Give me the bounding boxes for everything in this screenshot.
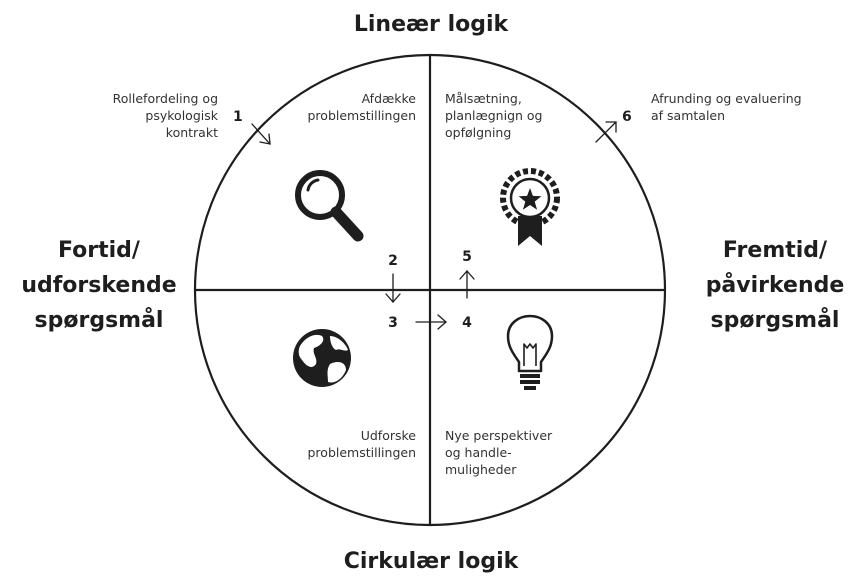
step-1-arrow	[251, 123, 271, 145]
left-axis-label-line: udforskende	[21, 273, 176, 298]
quadrant-text-line: planlægnign og	[445, 108, 542, 123]
quadrant-text-line: problemstillingen	[308, 108, 417, 123]
step-3-number: 3	[388, 315, 398, 331]
quadrant-text-line: problemstillingen	[308, 445, 417, 460]
quadrant-text-line: opfølgning	[445, 125, 511, 140]
right-axis-label: Fremtid/ påvirkende spørgsmål	[706, 238, 845, 333]
quadrant-text-line: Udforske	[361, 428, 417, 443]
step-6-text-line: Afrunding og evaluering	[651, 91, 802, 106]
left-axis-label: Fortid/ udforskende spørgsmål	[21, 238, 176, 333]
magnifying-glass-icon	[295, 170, 364, 242]
step-6-number: 6	[622, 109, 632, 125]
step-5-arrow	[459, 270, 475, 299]
step-1-text-line: psykologisk	[145, 108, 218, 123]
left-axis-label-line: spørgsmål	[35, 307, 164, 333]
quadrant-text-line: muligheder	[445, 462, 517, 477]
quadrant-top-left-text: Afdække problemstillingen	[308, 91, 417, 123]
step-6-text-line: af samtalen	[651, 108, 725, 123]
quadrant-bottom-left-text: Udforske problemstillingen	[308, 428, 417, 460]
quadrant-top-right-text: Målsætning, planlægnign og opfølgning	[445, 91, 542, 140]
quadrant-text-line: Nye perspektiver	[445, 428, 553, 443]
globe-icon	[293, 329, 351, 387]
quadrant-text-line: Målsætning,	[445, 91, 522, 106]
step-3-arrow	[415, 314, 447, 330]
right-axis-label-line: Fremtid/	[723, 238, 828, 263]
step-5-number: 5	[462, 249, 472, 265]
top-axis-label: Lineær logik	[354, 12, 510, 37]
quadrant-bottom-right-text: Nye perspektiver og handle- muligheder	[445, 428, 553, 477]
step-6-arrow	[595, 121, 617, 143]
right-axis-label-line: påvirkende	[706, 272, 845, 298]
light-bulb-icon	[506, 314, 554, 390]
right-axis-label-line: spørgsmål	[711, 307, 840, 333]
step-1-text-line: Rollefordeling og	[113, 91, 218, 106]
step-4-number: 4	[462, 315, 472, 331]
step-6-label: Afrunding og evaluering af samtalen	[651, 91, 802, 123]
bottom-axis-label: Cirkulær logik	[344, 549, 520, 574]
quadrant-text-line: Afdække	[362, 91, 417, 106]
step-1-text-line: kontrakt	[166, 125, 218, 140]
quadrant-text-line: og handle-	[445, 445, 512, 460]
step-2-arrow	[385, 273, 401, 303]
left-axis-label-line: Fortid/	[58, 238, 141, 263]
award-ribbon-icon	[500, 168, 560, 246]
step-1-label: Rollefordeling og psykologisk kontrakt	[113, 91, 219, 140]
step-1-number: 1	[233, 109, 243, 125]
step-2-number: 2	[388, 253, 398, 269]
